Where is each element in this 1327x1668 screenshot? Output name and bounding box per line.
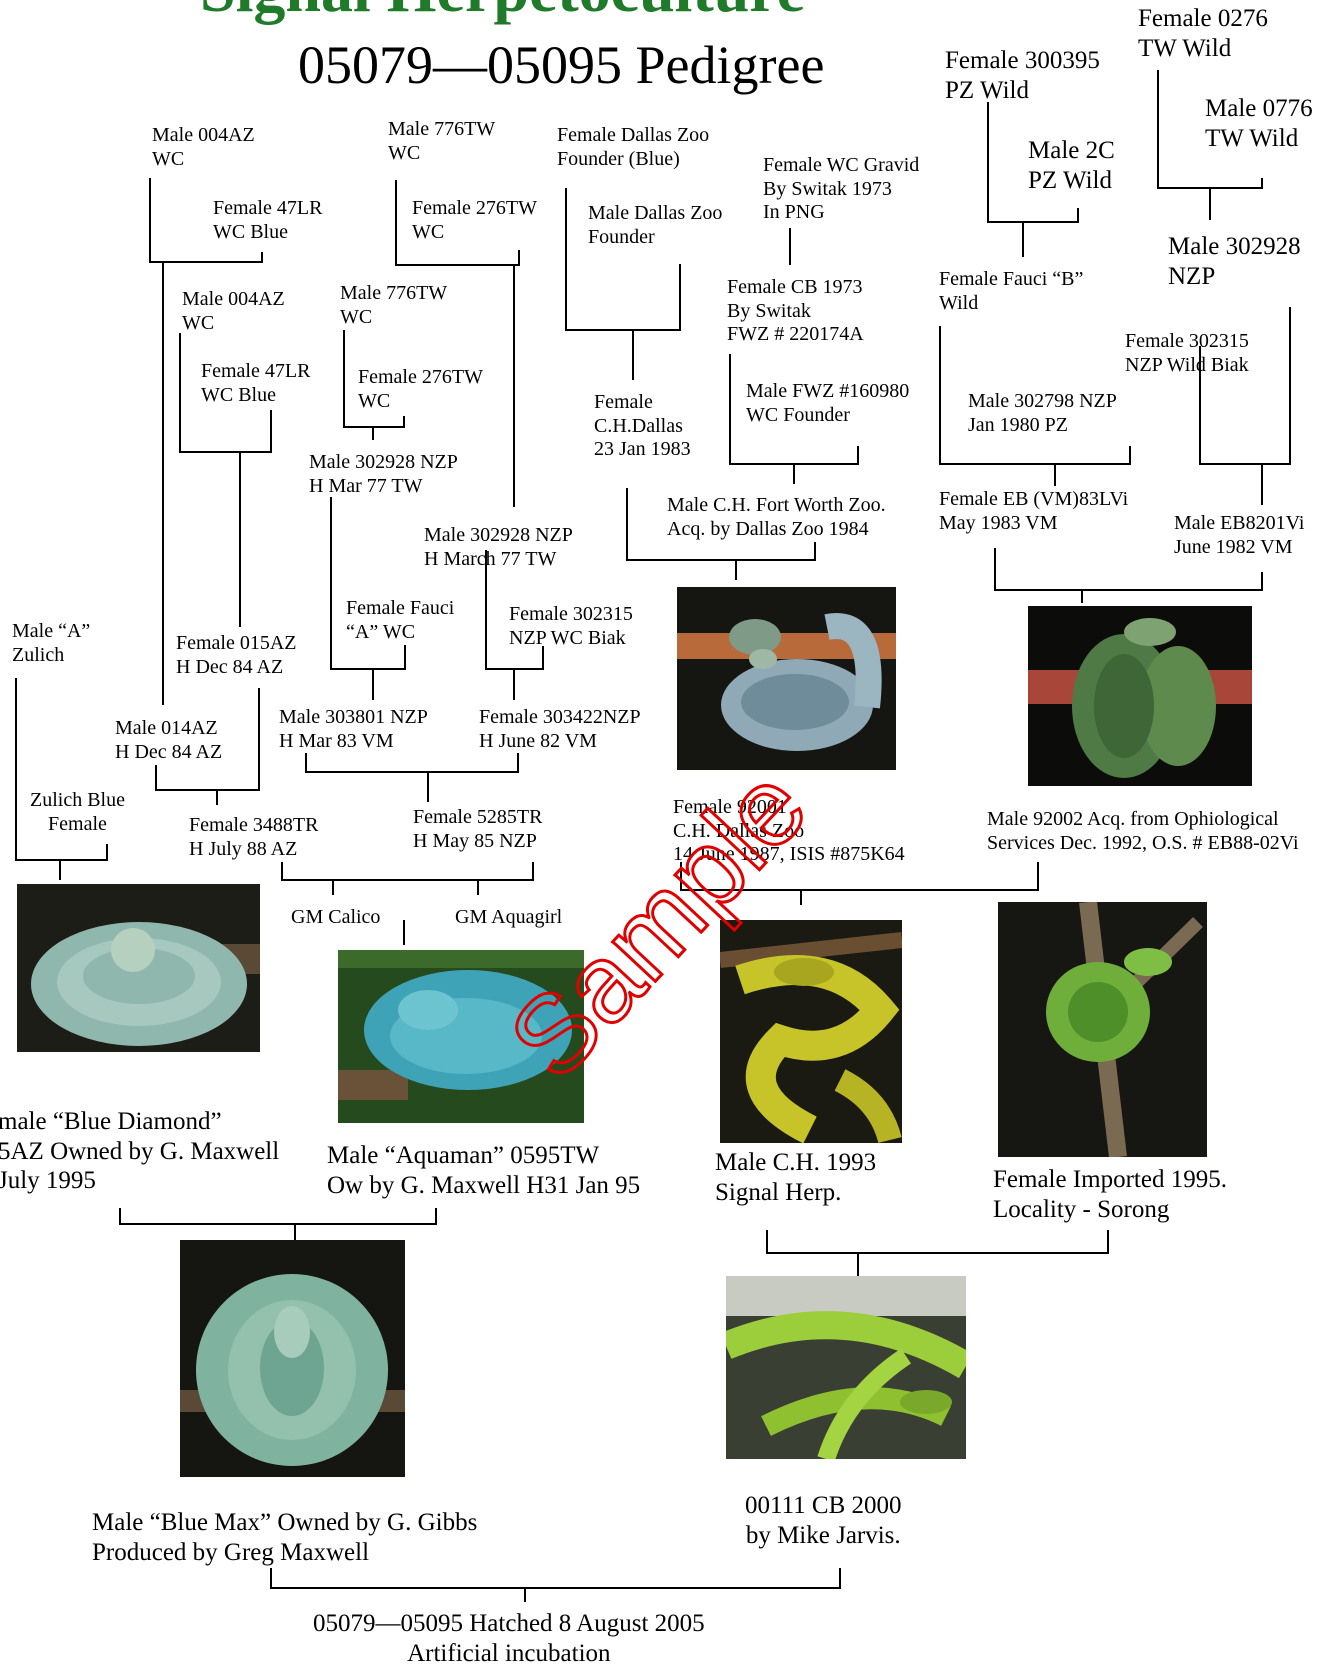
node-female-dallas-founder: Female Dallas Zoo Founder (Blue): [557, 124, 709, 171]
photo-male-92002: [1028, 606, 1252, 786]
node-gm-aquagirl: GM Aquagirl: [455, 906, 562, 930]
node-male-303801: Male 303801 NZP H Mar 83 VM: [279, 706, 428, 753]
node-female-47lr-a: Female 47LR WC Blue: [213, 197, 322, 244]
node-female-eb83: Female EB (VM)83LVi May 1983 VM: [939, 488, 1128, 535]
photo-blue-diamond: [17, 884, 260, 1052]
node-female-cb1973: Female CB 1973 By Switak FWZ # 220174A: [727, 276, 864, 347]
photo-female-92001: [677, 587, 896, 770]
node-female-276tw-b: Female 276TW WC: [358, 366, 483, 413]
node-male-ch-1993: Male C.H. 1993 Signal Herp.: [715, 1148, 876, 1207]
node-female-ch-dallas: Female C.H.Dallas 23 Jan 1983: [594, 391, 691, 462]
node-female-015az: Female 015AZ H Dec 84 AZ: [176, 632, 297, 679]
node-female-0276: Female 0276 TW Wild: [1138, 4, 1268, 63]
node-male-302928-b: Male 302928 NZP H March 77 TW: [424, 524, 573, 571]
node-male-004az-a: Male 004AZ WC: [152, 124, 255, 171]
node-male-776tw-a: Male 776TW WC: [388, 118, 495, 165]
node-female-47lr-b: Female 47LR WC Blue: [201, 360, 310, 407]
node-male-2c: Male 2C PZ Wild: [1028, 136, 1115, 195]
node-male-blue-max: Male “Blue Max” Owned by G. Gibbs Produc…: [92, 1508, 477, 1567]
node-00111-cb2000: 00111 CB 2000 by Mike Jarvis.: [745, 1491, 902, 1550]
node-offspring-05079-05095: 05079—05095 Hatched 8 August 2005 Artifi…: [313, 1609, 705, 1668]
node-female-302315-biak: Female 302315 NZP Wild Biak: [1125, 330, 1249, 377]
node-male-004az-b: Male 004AZ WC: [182, 288, 285, 335]
photo-female-imported-1995: [998, 902, 1207, 1157]
node-female-5285tr: Female 5285TR H May 85 NZP: [413, 806, 542, 853]
node-female-imported-1995: Female Imported 1995. Locality - Sorong: [993, 1165, 1227, 1224]
node-male-ch-fort-worth: Male C.H. Fort Worth Zoo. Acq. by Dallas…: [667, 494, 886, 541]
node-male-302928-nzp-top: Male 302928 NZP: [1168, 232, 1301, 291]
node-female-303422: Female 303422NZP H June 82 VM: [479, 706, 641, 753]
node-male-014az: Male 014AZ H Dec 84 AZ: [115, 717, 222, 764]
node-female-300395: Female 300395 PZ Wild: [945, 46, 1100, 105]
photo-male-ch-1993: [720, 920, 902, 1143]
node-female-3488tr: Female 3488TR H July 88 AZ: [189, 814, 318, 861]
node-female-fauci-a: Female Fauci “A” WC: [346, 597, 454, 644]
node-male-eb8201: Male EB8201Vi June 1982 VM: [1174, 512, 1304, 559]
node-male-302798: Male 302798 NZP Jan 1980 PZ: [968, 390, 1117, 437]
node-female-302315-wc: Female 302315 NZP WC Biak: [509, 603, 633, 650]
node-male-92002: Male 92002 Acq. from Ophiological Servic…: [987, 808, 1299, 855]
node-male-302928-a: Male 302928 NZP H Mar 77 TW: [309, 451, 458, 498]
node-female-92001: Female 92001 C.H. Dallas Zoo 14 June 198…: [673, 796, 905, 867]
node-female-blue-diamond: male “Blue Diamond” 5AZ Owned by G. Maxw…: [0, 1107, 279, 1196]
node-male-0776: Male 0776 TW Wild: [1205, 94, 1313, 153]
node-female-276tw-a: Female 276TW WC: [412, 197, 537, 244]
photo-blue-max: [180, 1240, 405, 1477]
node-zulich-blue-female: Zulich Blue Female: [30, 789, 125, 836]
node-male-dallas-founder: Male Dallas Zoo Founder: [588, 202, 722, 249]
photo-aquaman: [338, 950, 584, 1123]
node-male-776tw-b: Male 776TW WC: [340, 282, 447, 329]
node-female-fauci-b: Female Fauci “B” Wild: [939, 268, 1083, 315]
node-male-a-zulich: Male “A” Zulich: [12, 620, 90, 667]
node-male-fwz160980: Male FWZ #160980 WC Founder: [746, 380, 909, 427]
node-gm-calico: GM Calico: [291, 906, 380, 930]
node-male-aquaman: Male “Aquaman” 0595TW Ow by G. Maxwell H…: [327, 1141, 640, 1200]
photo-00111: [726, 1276, 966, 1459]
node-female-wc-gravid: Female WC Gravid By Switak 1973 In PNG: [763, 154, 919, 225]
